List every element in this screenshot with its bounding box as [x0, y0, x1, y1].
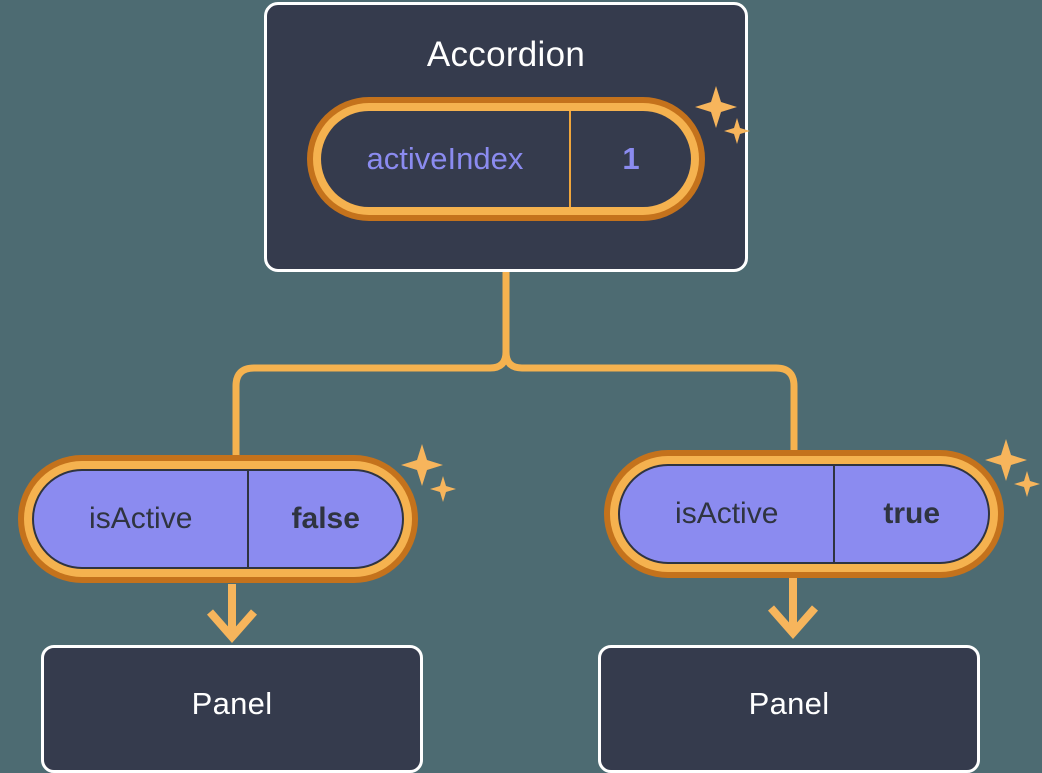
panel-node-left[interactable]: Panel	[41, 645, 423, 773]
state-value-label: true	[883, 497, 941, 530]
state-key-label: activeIndex	[321, 111, 571, 207]
sparkle-star-small-icon	[1014, 471, 1040, 497]
connector-branch-path	[502, 268, 798, 454]
accordion-node-title: Accordion	[426, 35, 586, 74]
state-key-label: isActive	[34, 471, 250, 567]
state-pill-body: activeIndex 1	[321, 111, 691, 207]
sparkle-star-small-icon	[430, 476, 456, 502]
state-pill-body: isActive true	[618, 464, 990, 564]
state-value-label: 1	[622, 141, 640, 176]
panel-node-title: Panel	[748, 686, 830, 721]
sparkle-star-large-icon	[985, 439, 1027, 481]
panel-node-title: Panel	[191, 686, 273, 721]
state-pill-is-active-false[interactable]: isActive false	[18, 455, 418, 583]
panel-node-right[interactable]: Panel	[598, 645, 980, 773]
state-pill-ring: isActive false	[24, 461, 412, 577]
state-pill-active-index[interactable]: activeIndex 1	[307, 97, 705, 221]
state-pill-ring: activeIndex 1	[313, 103, 699, 215]
state-value-label: false	[291, 502, 360, 535]
arrow-head-right	[767, 605, 819, 640]
state-pill-body: isActive false	[32, 469, 404, 569]
sparkle-star-large-icon	[401, 444, 443, 486]
arrow-head-left	[206, 609, 258, 644]
connector-branch-path-left	[232, 348, 510, 459]
state-key-label: isActive	[620, 466, 836, 562]
state-pill-ring: isActive true	[610, 456, 998, 572]
state-pill-is-active-true[interactable]: isActive true	[604, 450, 1004, 578]
